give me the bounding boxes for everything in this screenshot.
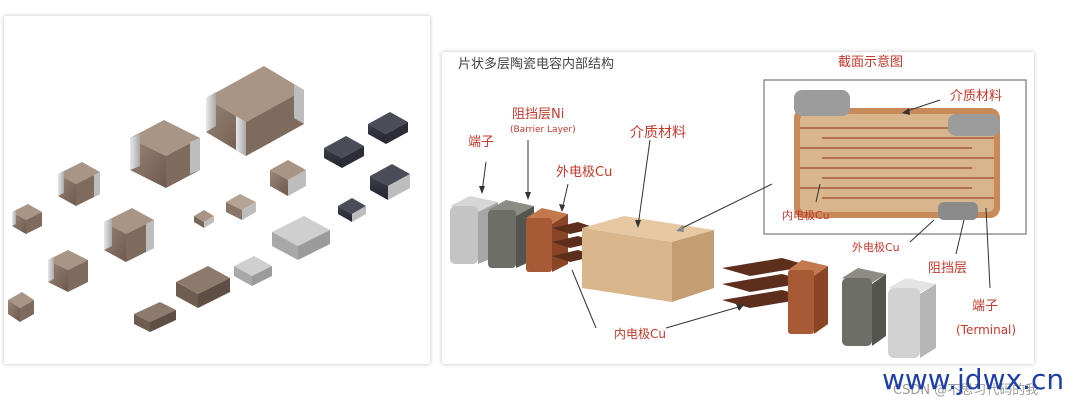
structure-diagram: 片状多层陶瓷电容内部结构 截面示意图 端子 阻挡层Ni (Barrier Lay… — [442, 52, 1034, 364]
chip-medium — [130, 120, 200, 188]
chip-array-1 — [324, 136, 364, 168]
label-section-barrier: 阻挡层 — [928, 261, 968, 276]
chip-small-3 — [104, 208, 154, 262]
label-dielectric: 介质材料 — [630, 125, 686, 141]
label-terminal-left: 端子 — [468, 135, 495, 150]
footer-url: www.jdwx.cn — [882, 363, 1065, 396]
label-section-terminal: 端子 — [972, 299, 999, 314]
chip-array-3 — [370, 164, 410, 200]
chip-small-4 — [48, 250, 88, 292]
chip-array-5 — [176, 266, 230, 308]
section-terminal-bottom-right — [938, 202, 978, 220]
section-title: 截面示意图 — [838, 55, 904, 70]
section-terminal-top-left — [794, 90, 850, 116]
label-barrier-ni: 阻挡层Ni — [512, 107, 565, 122]
label-section-terminal-en: (Terminal) — [956, 323, 1017, 337]
section-inner-electrodes — [800, 127, 994, 199]
chip-gray-1 — [272, 216, 330, 260]
section-view-frame — [763, 79, 1027, 235]
label-outer-electrode: 外电极Cu — [556, 165, 613, 180]
chip-large — [206, 66, 304, 156]
arrow-heads — [479, 108, 910, 311]
chip-small-1 — [58, 162, 100, 206]
label-barrier-ni-en: (Barrier Layer) — [510, 125, 576, 135]
watermark-text: CSDN @不思习代码的我 — [893, 383, 1039, 398]
section-view — [794, 90, 1000, 220]
chip-small-2 — [12, 204, 42, 234]
chip-small-5 — [8, 292, 34, 322]
capacitor-photo — [4, 16, 430, 364]
chip-tiny-3 — [270, 160, 306, 196]
leader-lines — [481, 99, 991, 329]
diagram-title: 片状多层陶瓷电容内部结构 — [458, 57, 615, 72]
label-inner-electrode: 内电极Cu — [614, 327, 666, 341]
terminal-right-block — [888, 278, 936, 358]
chip-gray-2 — [234, 256, 272, 286]
chip-tiny-1 — [194, 210, 214, 228]
chip-array-6 — [134, 302, 176, 332]
label-section-dielectric: 介质材料 — [950, 89, 1003, 104]
dielectric-block — [582, 216, 714, 302]
structure-diagram-art — [450, 79, 1027, 358]
outer-electrode-right-block — [788, 260, 828, 334]
label-section-outer: 外电极Cu — [852, 241, 900, 254]
chip-tiny-2 — [226, 194, 256, 220]
capacitor-photo-art — [8, 66, 410, 332]
section-terminal-top-right — [948, 114, 1000, 136]
label-section-inner: 内电极Cu — [782, 209, 830, 222]
barrier-right-block — [842, 268, 886, 346]
chip-array-4 — [338, 198, 366, 222]
chip-array-2 — [368, 112, 408, 144]
